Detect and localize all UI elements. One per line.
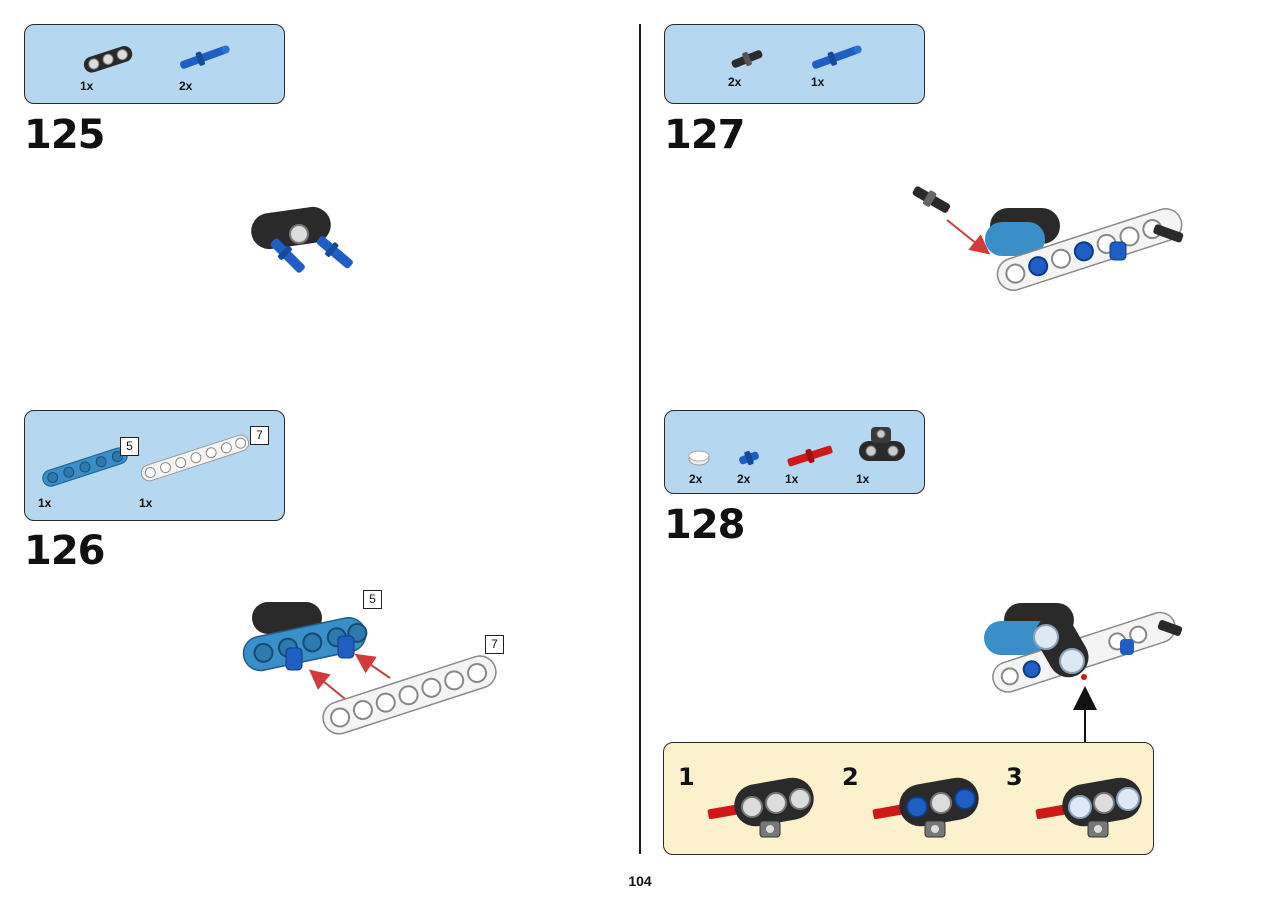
part-qty: 1x [856,472,870,486]
substep-box: 1 2 3 [663,742,1154,855]
step-127-assembly [912,186,1184,291]
step-126-parts-box: 5 1x 7 1x [24,410,285,521]
step-126-assembly [242,602,497,735]
part-qty: 1x [139,496,153,510]
step-number: 127 [664,112,745,158]
substep-arrow [1073,686,1097,744]
part-qty: 2x [728,75,742,89]
black-beam-3-icon [83,46,133,73]
white-bush-icon [688,450,710,466]
red-axle-icon [787,445,833,467]
step-125-parts-box: 1x 2x [24,24,285,104]
blue-pin-icon [739,450,759,466]
step-127-parts-box: 2x 1x [664,24,925,104]
part-qty: 1x [38,496,52,510]
step-128-assembly [984,603,1183,693]
length-callout: 7 [485,635,504,654]
step-number: 126 [24,528,105,574]
page-number: 104 [628,873,652,889]
substep-3-assembly [1035,777,1142,838]
part-qty: 1x [80,79,94,93]
substep-number: 3 [1006,763,1023,791]
length-badge: 7 [250,426,269,445]
substep-1-assembly [707,777,814,838]
step-128-parts-box: 2x 2x 1x 1x [664,410,925,494]
azure-beam-5-icon [42,447,128,487]
part-qty: 1x [811,75,825,89]
substep-2-assembly [872,777,979,838]
blue-axle-pin-icon [180,45,230,69]
black-pin-icon [731,50,763,68]
white-beam-7-icon [140,434,250,482]
page-divider [639,24,641,854]
step-number: 128 [664,502,745,548]
part-qty: 2x [689,472,703,486]
substep-number: 1 [678,763,695,791]
part-qty: 2x [737,472,751,486]
length-badge: 5 [120,437,139,456]
step-125-assembly [251,206,353,273]
blue-axle-pin-icon [812,45,862,69]
substep-number: 2 [842,763,859,791]
step-number: 125 [24,112,105,158]
black-connector-icon [859,427,905,461]
part-qty: 2x [179,79,193,93]
part-qty: 1x [785,472,799,486]
length-callout: 5 [363,590,382,609]
